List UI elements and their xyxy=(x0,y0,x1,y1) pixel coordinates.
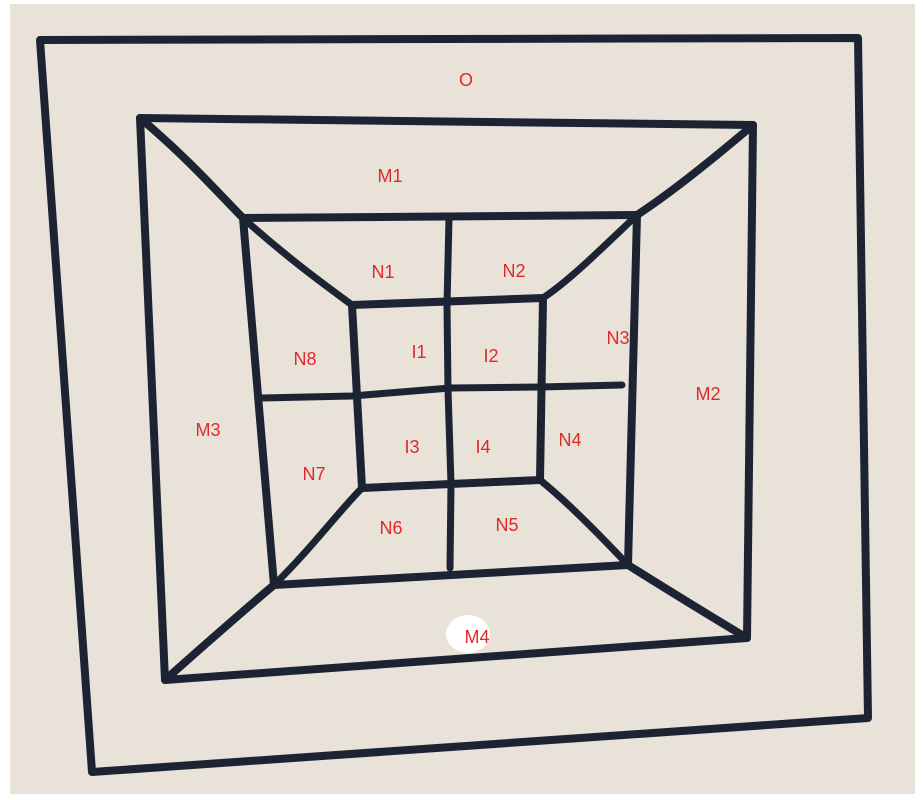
label-n3: N3 xyxy=(606,328,629,348)
label-n8: N8 xyxy=(293,349,316,369)
diagonal-inner-top-right xyxy=(539,211,641,302)
label-i4: I4 xyxy=(475,437,490,457)
label-m2: M2 xyxy=(695,384,720,404)
label-n7: N7 xyxy=(302,464,325,484)
label-m4: M4 xyxy=(464,627,489,647)
vertical-divider xyxy=(443,214,455,572)
outer-frame xyxy=(36,34,872,776)
label-n2: N2 xyxy=(502,261,525,281)
label-i2: I2 xyxy=(483,346,498,366)
diagonal-inner-top-left xyxy=(239,214,356,309)
diagonal-m4-bottom-right xyxy=(624,561,751,642)
label-n1: N1 xyxy=(371,262,394,282)
diagonal-m1-top-right xyxy=(633,121,757,219)
label-n6: N6 xyxy=(379,518,402,538)
m4-label-patch xyxy=(446,615,490,653)
label-n5: N5 xyxy=(495,515,518,535)
label-m3: M3 xyxy=(195,420,220,440)
horizontal-divider xyxy=(258,381,626,402)
diagonal-m1-top-left xyxy=(136,114,247,222)
label-i3: I3 xyxy=(404,437,419,457)
diagonal-inner-bottom-left xyxy=(270,484,366,589)
diagonal-inner-bottom-right xyxy=(536,476,632,569)
label-m1: M1 xyxy=(377,166,402,186)
label-i1: I1 xyxy=(411,342,426,362)
label-n4: N4 xyxy=(558,430,581,450)
diagonal-m4-bottom-left xyxy=(161,581,278,684)
label-o: O xyxy=(459,70,473,90)
